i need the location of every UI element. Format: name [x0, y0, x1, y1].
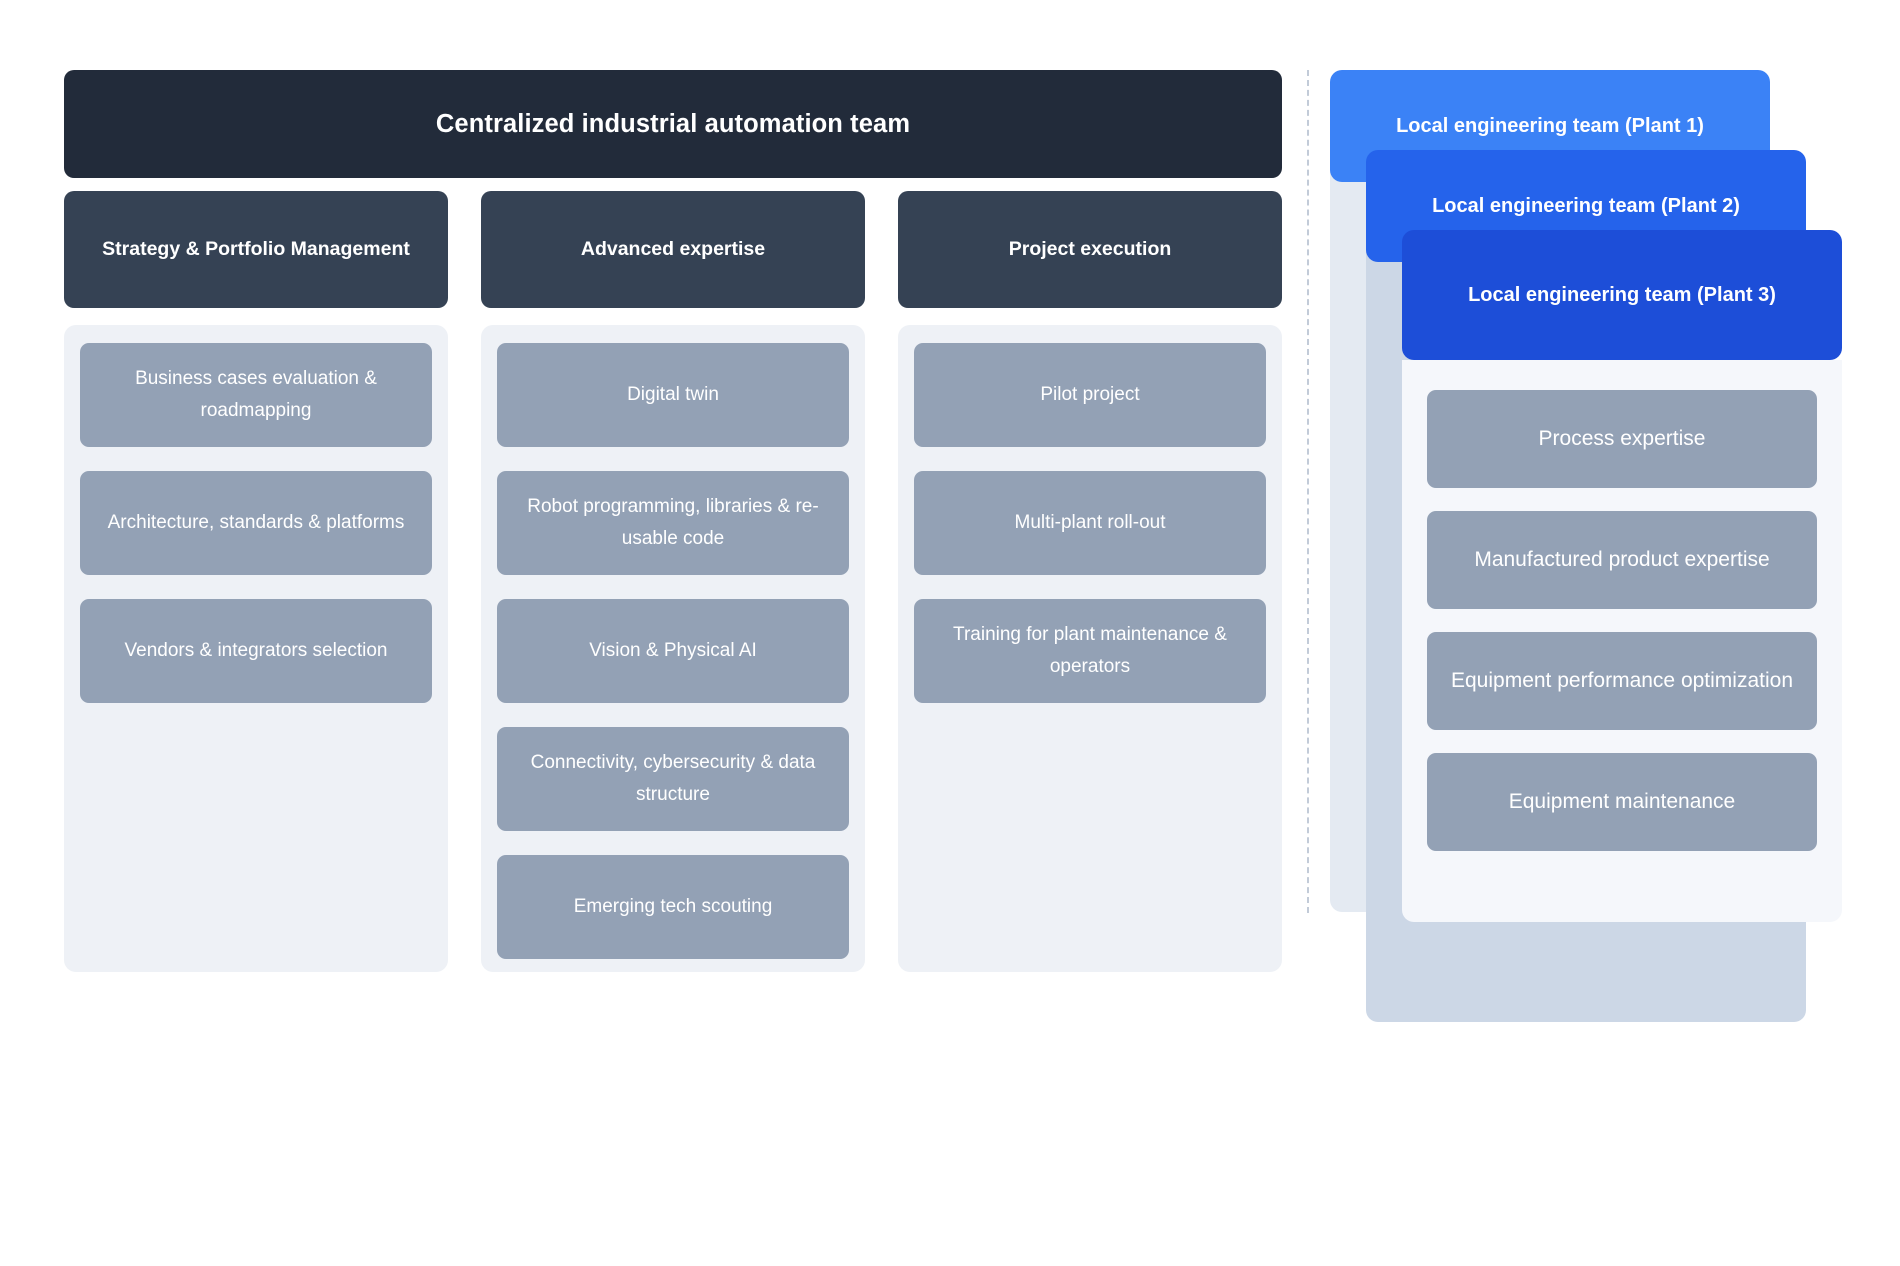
column-header-strategy: Strategy & Portfolio Management [64, 191, 448, 308]
column-strategy-portfolio-management: Strategy & Portfolio Management Business… [64, 191, 448, 972]
centralized-team-section: Centralized industrial automation team S… [64, 70, 1282, 972]
task-card[interactable]: Emerging tech scouting [497, 855, 849, 959]
column-body-project-execution: Pilot project Multi-plant roll-out Train… [898, 325, 1282, 972]
task-card[interactable]: Pilot project [914, 343, 1266, 447]
task-card[interactable]: Multi-plant roll-out [914, 471, 1266, 575]
function-columns: Strategy & Portfolio Management Business… [64, 191, 1282, 972]
task-card[interactable]: Connectivity, cybersecurity & data struc… [497, 727, 849, 831]
task-card[interactable]: Training for plant maintenance & operato… [914, 599, 1266, 703]
task-card[interactable]: Business cases evaluation & roadmapping [80, 343, 432, 447]
task-card[interactable]: Robot programming, libraries & re-usable… [497, 471, 849, 575]
task-card[interactable]: Digital twin [497, 343, 849, 447]
column-advanced-expertise: Advanced expertise Digital twin Robot pr… [481, 191, 865, 972]
column-header-project-execution: Project execution [898, 191, 1282, 308]
plant-3-panel-body: Process expertise Manufactured product e… [1402, 360, 1842, 922]
column-body-strategy: Business cases evaluation & roadmapping … [64, 325, 448, 972]
plant-task-card[interactable]: Manufactured product expertise [1427, 511, 1817, 609]
centralized-team-title: Centralized industrial automation team [64, 70, 1282, 178]
plant-3-header[interactable]: Local engineering team (Plant 3) [1402, 230, 1842, 360]
column-body-advanced-expertise: Digital twin Robot programming, librarie… [481, 325, 865, 972]
local-engineering-teams-section: Local engineering team (Plant 1) Local e… [1330, 70, 1850, 1120]
plant-task-card[interactable]: Equipment maintenance [1427, 753, 1817, 851]
vertical-dashed-divider [1307, 70, 1309, 913]
plant-task-card[interactable]: Equipment performance optimization [1427, 632, 1817, 730]
column-header-advanced-expertise: Advanced expertise [481, 191, 865, 308]
column-project-execution: Project execution Pilot project Multi-pl… [898, 191, 1282, 972]
task-card[interactable]: Vision & Physical AI [497, 599, 849, 703]
plant-task-card[interactable]: Process expertise [1427, 390, 1817, 488]
task-card[interactable]: Vendors & integrators selection [80, 599, 432, 703]
task-card[interactable]: Architecture, standards & platforms [80, 471, 432, 575]
